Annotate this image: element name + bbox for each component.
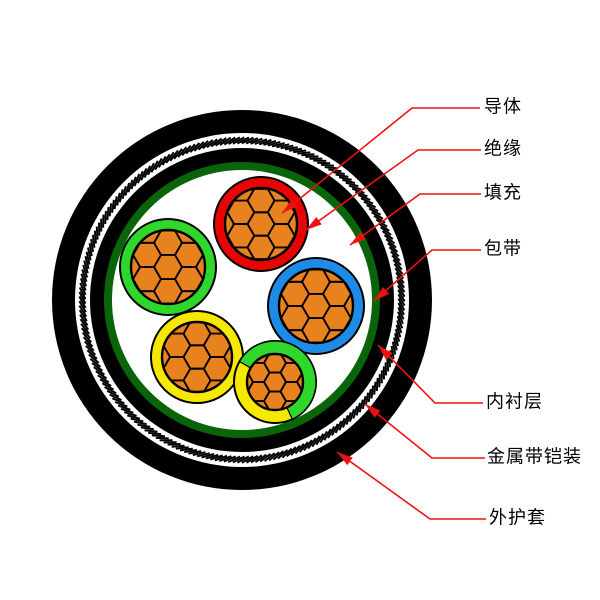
core-conductor [245,352,305,412]
arrowhead-conductor [282,199,298,213]
label-insulation: 绝缘 [484,138,522,160]
leader-line-inner-liner [377,344,483,404]
core-bottom-left [150,310,244,404]
core-bottom-right [233,340,317,424]
leader-line-metal-tape-armor [364,403,485,459]
core-right [267,257,365,355]
label-inner-liner: 内衬层 [486,391,543,413]
core-conductor [129,228,207,306]
leader-line-conductor [281,107,480,214]
label-conductor: 导体 [484,96,522,118]
leader-line-insulation [305,149,481,231]
label-filling: 填充 [484,182,522,204]
leader-line-filling [349,193,481,246]
label-outer-sheath: 外护套 [489,507,546,529]
arrowhead-inner-liner [378,345,393,360]
arrowhead-insulation [306,217,322,230]
label-metal-tape-armor: 金属带铠装 [487,446,582,468]
core-conductor [160,320,234,394]
arrowhead-wrapping-tape [374,287,390,301]
leader-line-wrapping-tape [373,249,481,302]
core-left [119,218,217,316]
core-conductor [223,186,299,262]
arrowhead-filling [350,231,366,245]
arrowhead-metal-tape-armor [365,404,381,418]
core-top [213,176,309,272]
leader-line-outer-sheath [336,451,486,520]
armor-hatch-marks [78,136,406,464]
label-wrapping-tape: 包带 [484,238,522,260]
arrowhead-outer-sheath [337,452,353,466]
core-conductor [277,267,355,345]
